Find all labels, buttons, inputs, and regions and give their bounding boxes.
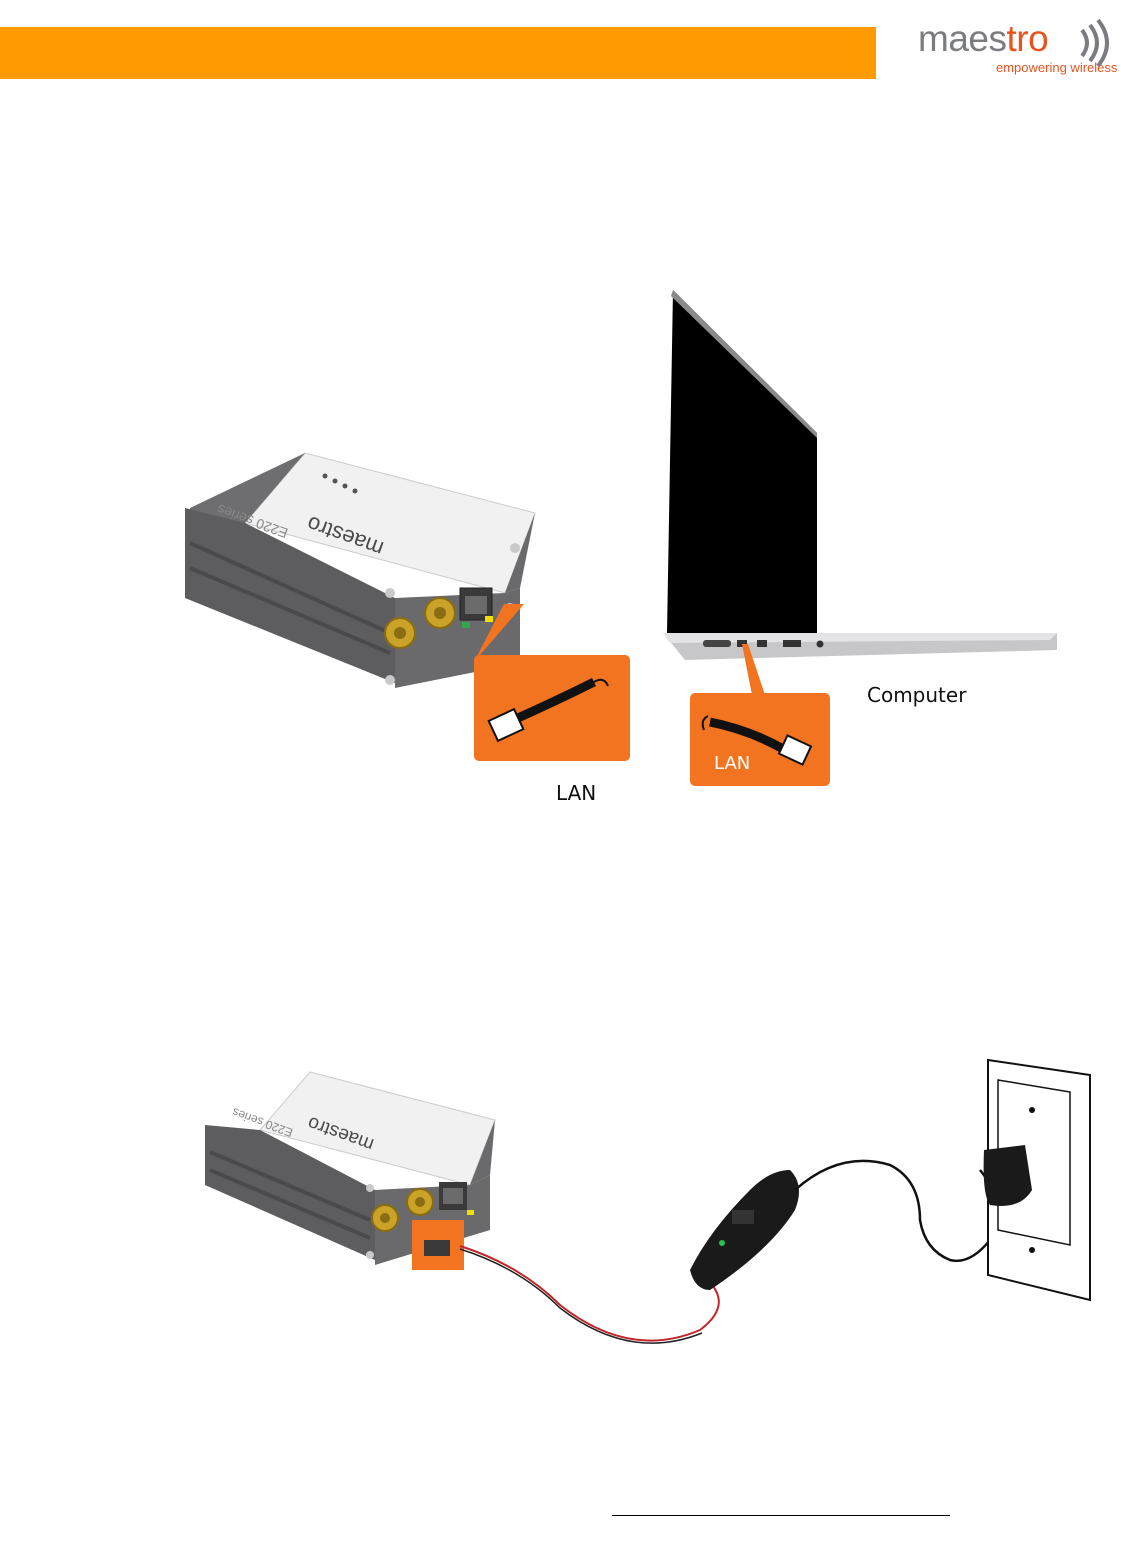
maestro-logo: maestro empowering wireless [918,18,1118,82]
power-connection [410,1050,1100,1370]
laptop-lan-label: LAN [714,753,750,774]
wireless-waves-icon [1078,20,1118,66]
header-bar [0,27,876,79]
logo-wordmark: maestro [918,18,1048,60]
laptop-icon [645,288,1065,668]
footer-rule [612,1515,950,1516]
computer-label: Computer [867,683,966,707]
power-adapter-icon [690,1170,799,1290]
wall-outlet-icon [984,1060,1090,1300]
router-lan-label: LAN [556,781,596,805]
router-lan-callout [474,602,644,712]
laptop-lan-callout [690,640,840,790]
